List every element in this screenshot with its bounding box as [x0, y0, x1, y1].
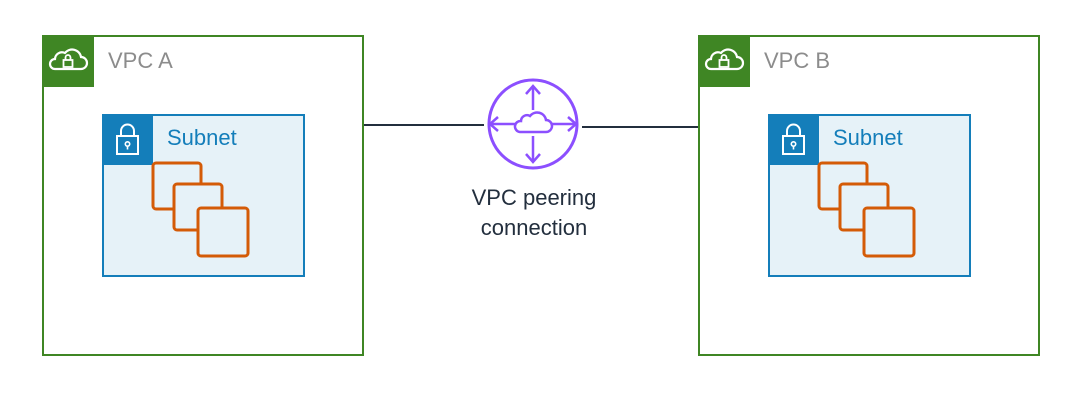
ec2-instances-icon [150, 160, 260, 266]
vpc-a-subnet-title: Subnet [167, 125, 237, 150]
vpc-peering-router-icon [482, 78, 584, 170]
vpc-cloud-lock-icon [42, 35, 94, 87]
vpc-a-subnet: Subnet [102, 114, 305, 277]
vpc-b-group: VPC B Subnet [698, 35, 1040, 356]
padlock-icon [102, 114, 153, 165]
vpc-a-title: VPC A [108, 48, 173, 73]
peering-label-line1: VPC peering [471, 185, 597, 210]
vpc-cloud-lock-icon [698, 35, 750, 87]
padlock-icon [768, 114, 819, 165]
peering-label-line2: connection [480, 215, 588, 240]
peering-connection-label: VPC peering connection [434, 183, 634, 243]
ec2-instances-icon [816, 160, 926, 266]
vpc-b-title: VPC B [764, 48, 831, 73]
vpc-b-subnet-title: Subnet [833, 125, 903, 150]
vpc-b-subnet: Subnet [768, 114, 971, 277]
vpc-a-group: VPC A Subnet [42, 35, 364, 356]
